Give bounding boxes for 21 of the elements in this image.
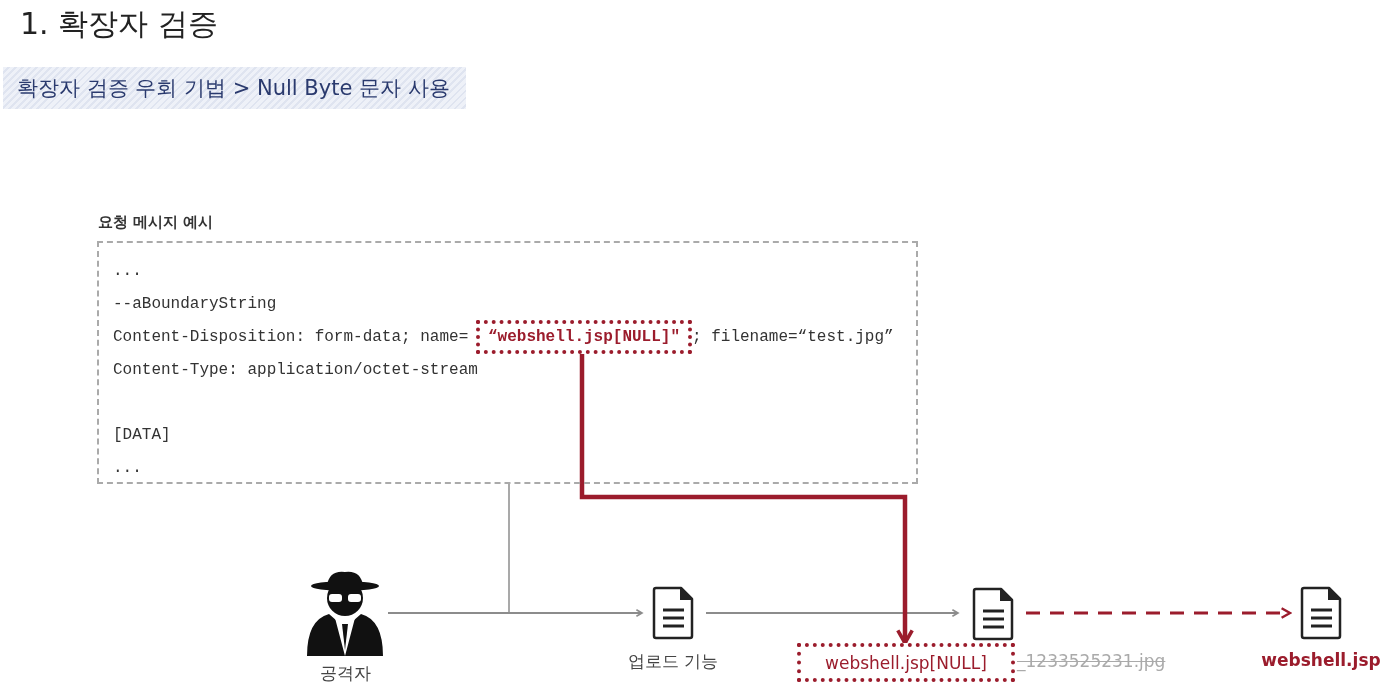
title: 1. 확장자 검증 [20,5,218,43]
code-line: Content-Type: application/octet-stream [113,360,478,380]
node-label: webshell.jsp [1260,650,1382,670]
code-line: [DATA] [113,425,171,445]
code-line: Content-Disposition: form-data; name= [113,327,469,347]
box-heading: 요청 메시지 예시 [98,213,214,232]
arrow [387,609,643,617]
highlight-box: webshell.jsp[NULL] [797,643,1015,682]
code-line: ; filename=“test.jpg” [692,327,894,347]
code-line: ... [113,261,142,281]
node-label: 업로드 기능 [626,650,720,673]
arrow [1026,607,1292,619]
arrow [705,609,959,617]
code-line: ... [113,458,142,478]
node-label: 공격자 [318,662,372,685]
struck-filename: _1233525231.jpg [1017,651,1166,671]
subtitle-banner: 확장자 검증 우회 기법 > Null Byte 문자 사용 [3,67,466,109]
connector-line [508,483,510,614]
highlight-box: “webshell.jsp[NULL]" [476,320,692,354]
code-line: --aBoundaryString [113,294,277,314]
arrow [579,352,914,645]
